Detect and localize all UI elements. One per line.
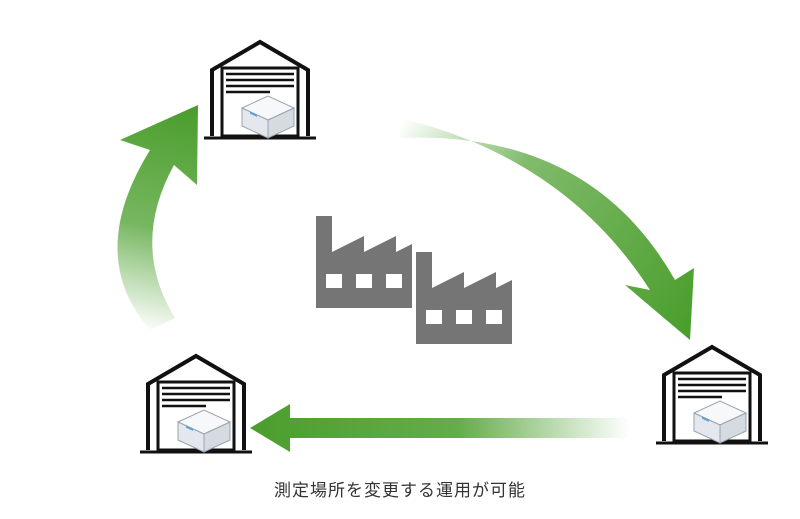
warehouse-icon [202, 40, 318, 140]
curved-arrow-icon [400, 118, 694, 340]
warehouse-icon [138, 354, 254, 454]
factory-icon [316, 216, 412, 308]
warehouse-icon [654, 345, 770, 445]
straight-arrow-icon [250, 404, 628, 452]
factory-icon [416, 252, 512, 344]
curved-arrow-icon [117, 105, 198, 330]
caption-text: 測定場所を変更する運用が可能 [274, 481, 526, 501]
